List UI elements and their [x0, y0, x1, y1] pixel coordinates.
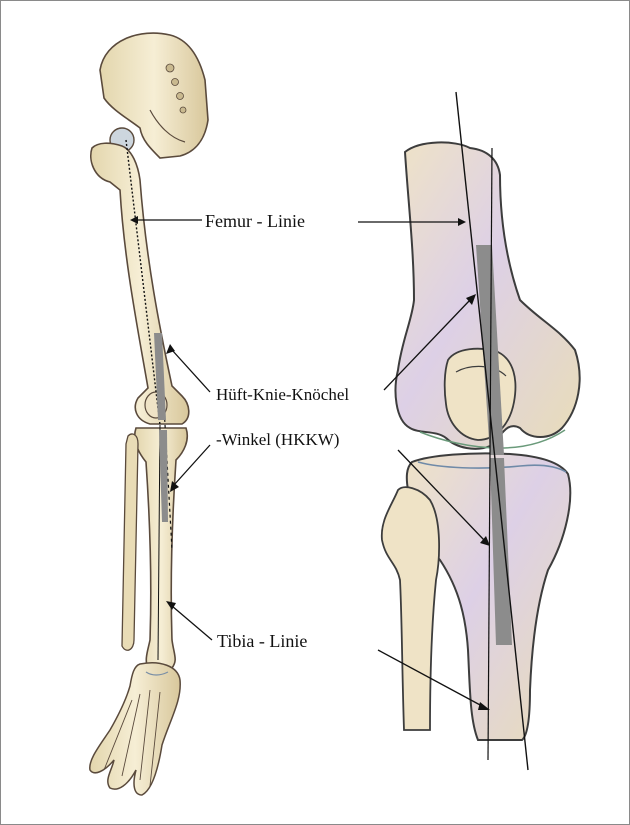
tibia-line-label: Tibia - Linie [217, 632, 307, 650]
knee-patella [445, 349, 516, 440]
fibula [122, 434, 138, 650]
femur [91, 143, 189, 424]
sacral-foramen [172, 79, 179, 86]
arrow-tibia-left [172, 606, 212, 640]
femur-line-label: Femur - Linie [205, 212, 305, 230]
sacral-foramen [180, 107, 186, 113]
arrow-hkkw-left-upper [172, 350, 210, 392]
hkkw-label-line2: -Winkel (HKKW) [216, 431, 339, 448]
foot [90, 663, 180, 795]
full-leg-skeleton [90, 33, 208, 795]
sacral-foramen [177, 93, 184, 100]
hkkw-label-line1: Hüft-Knie-Knöchel [216, 386, 349, 403]
sacral-foramen [166, 64, 174, 72]
knee-fibula [382, 487, 439, 730]
